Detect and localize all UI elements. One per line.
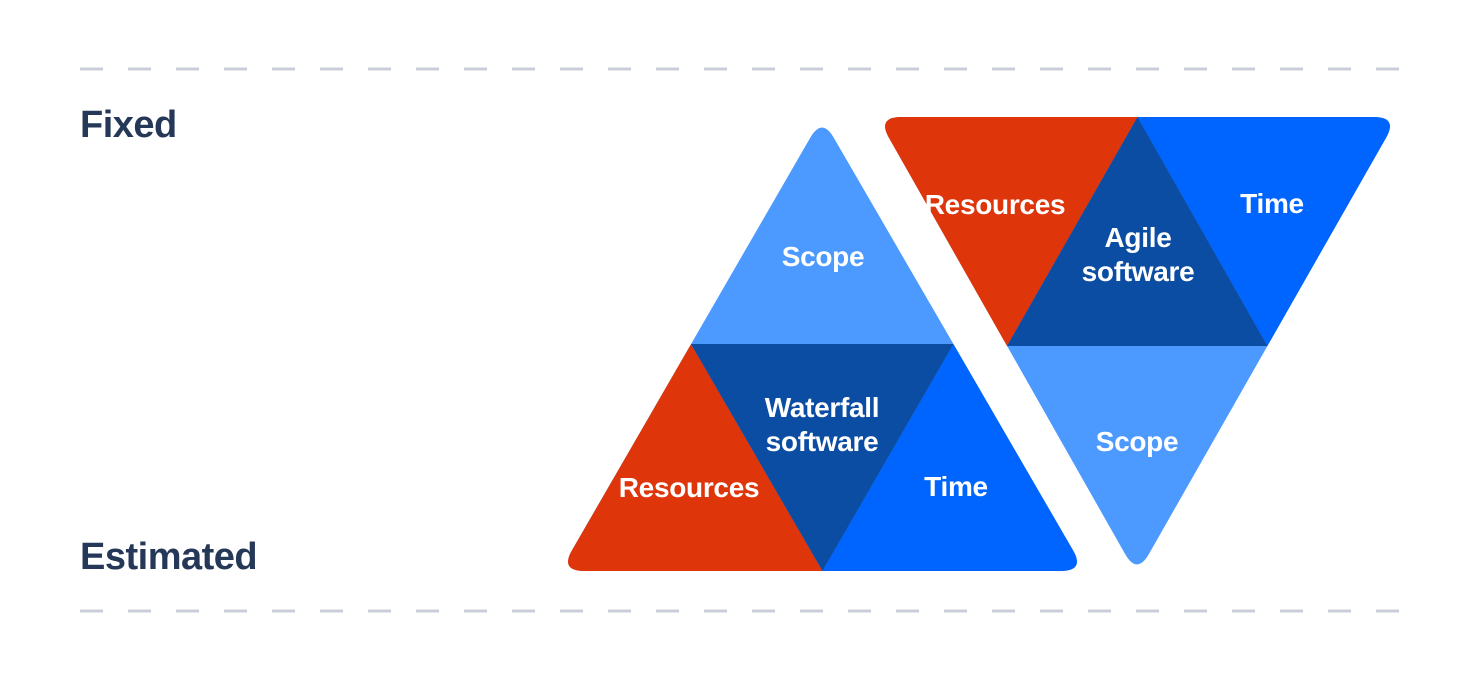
agile-core-region [1007, 117, 1268, 346]
agile-triangle [885, 117, 1390, 565]
waterfall-resources-region [568, 344, 823, 571]
fixed-heading: Fixed [80, 104, 177, 146]
estimated-heading: Estimated [80, 536, 258, 578]
agile-time-region [1137, 117, 1390, 346]
waterfall-triangle [568, 127, 1077, 571]
waterfall-core-region [691, 344, 954, 571]
agile-resources-region [885, 117, 1138, 346]
waterfall-time-region [822, 344, 1077, 571]
